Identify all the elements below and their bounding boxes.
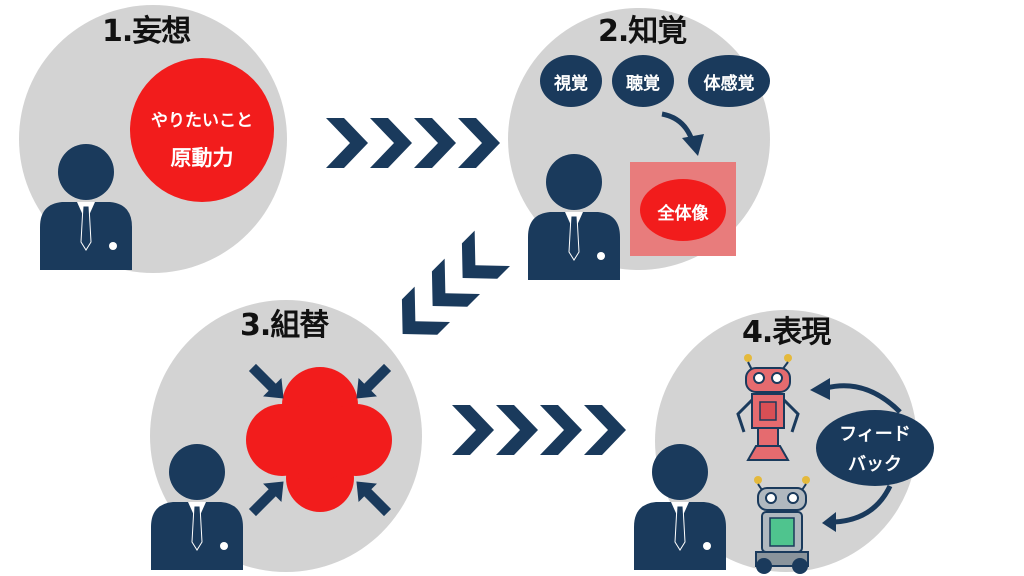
step2-title: 2.知覚	[598, 14, 687, 49]
motivation-bubble	[130, 58, 274, 202]
person-icon	[39, 143, 133, 271]
chevron-arrow-icon	[326, 118, 500, 168]
curved-arrow-icon	[810, 378, 902, 532]
person-icon	[633, 443, 727, 571]
sense-pill-hearing: 聴覚	[612, 55, 674, 107]
whole-picture-bubble	[640, 179, 726, 241]
robot-icon	[754, 476, 810, 574]
step1-title: 1.妄想	[102, 14, 191, 49]
step4-title: 4.表現	[742, 315, 831, 350]
person-icon	[527, 153, 621, 281]
motivation-line2: 原動力	[170, 146, 234, 170]
feedback-line2: バック	[848, 454, 902, 475]
feedback-pill: フィード バック	[816, 410, 934, 486]
curved-arrow-icon	[661, 111, 704, 156]
feedback-line1: フィード	[839, 424, 911, 445]
inward-arrows	[248, 363, 392, 517]
chevron-arrow-icon	[384, 230, 510, 352]
chevron-arrow-icon	[452, 405, 626, 455]
sense-pill-feeling: 体感覚	[688, 55, 770, 107]
robot-icon	[736, 354, 800, 461]
person-icon	[150, 443, 244, 571]
whole-picture-label: 全体像	[657, 204, 709, 224]
motivation-line1: やりたいこと	[151, 111, 253, 131]
step3-title: 3.組替	[240, 308, 329, 343]
merge-blob-icon	[246, 367, 392, 512]
sense-pill-vision: 視覚	[540, 55, 602, 107]
